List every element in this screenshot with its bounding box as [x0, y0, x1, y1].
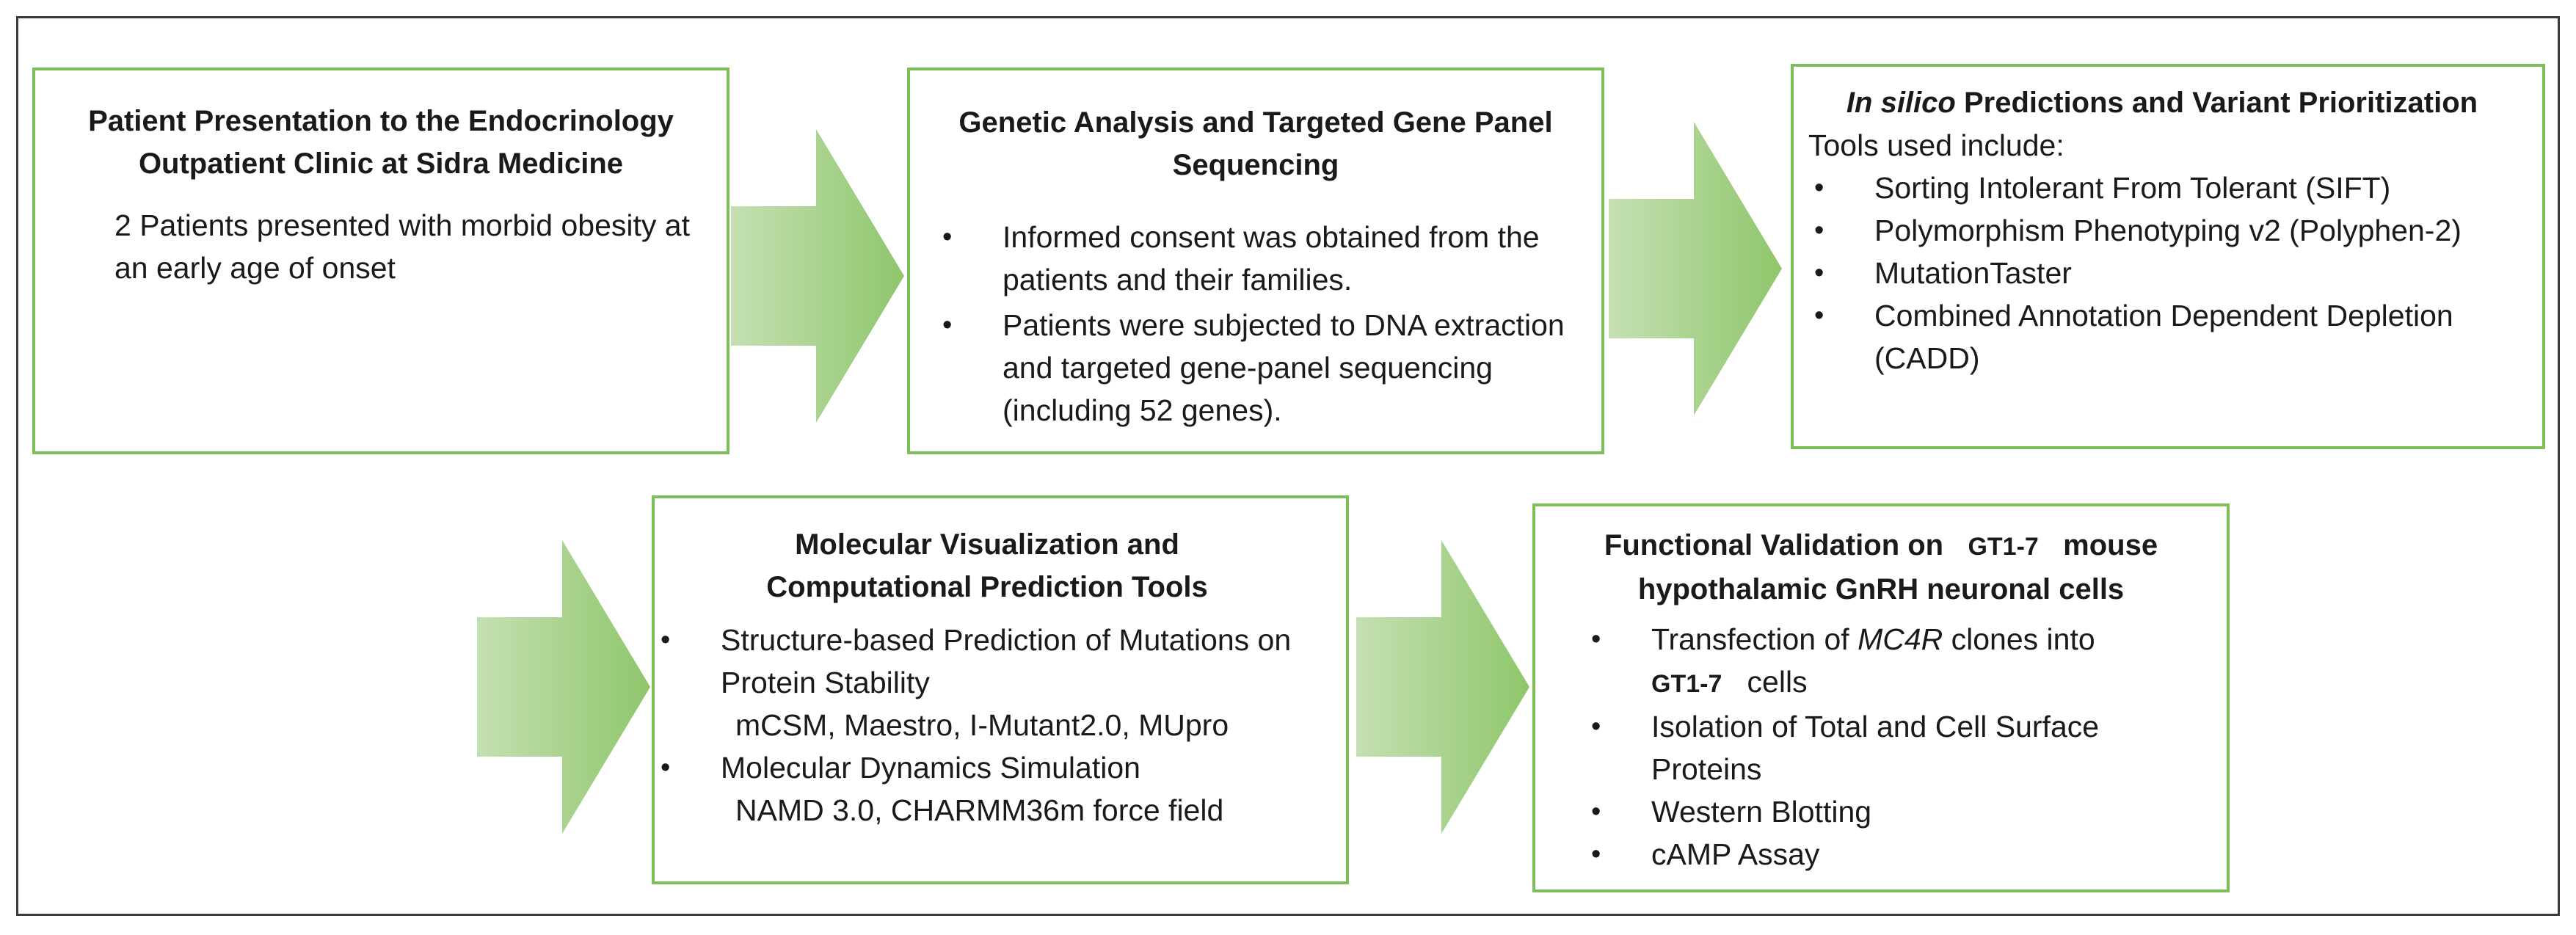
- bullet-text: Structure-based Prediction of Mutations …: [721, 623, 1292, 699]
- bullet-text-post: cells: [1747, 665, 1808, 699]
- bullet-text-pre: Transfection of: [1651, 622, 1858, 656]
- bullet-item: Combined Annotation Dependent Depletion …: [1808, 294, 2516, 379]
- bullet-item: Patients were subjected to DNA extractio…: [936, 304, 1575, 432]
- bullet-item: Polymorphism Phenotyping v2 (Polyphen-2): [1808, 209, 2516, 252]
- step-in-silico-predictions: In silico Predictions and Variant Priori…: [1791, 64, 2545, 449]
- arrow-right-icon: [1356, 540, 1529, 834]
- title-post: mouse hypothalamic GnRH neuronal cells: [1637, 529, 2158, 605]
- bullet-subtext: NAMD 3.0, CHARMM36m force field: [735, 793, 1224, 827]
- step-title: Molecular Visualization and Computationa…: [766, 528, 1208, 603]
- gene-name: MC4R: [1858, 622, 1943, 656]
- bullet-item: Structure-based Prediction of Mutations …: [655, 619, 1320, 746]
- step-title: Genetic Analysis and Targeted Gene Panel…: [958, 106, 1553, 181]
- step-bullet-list: Structure-based Prediction of Mutations …: [655, 619, 1320, 832]
- title-pre: Functional Validation on: [1604, 529, 1944, 561]
- arrow-right-icon: [731, 129, 904, 423]
- title-rest: Predictions and Variant Prioritization: [1955, 87, 2478, 119]
- bullet-item: MutationTaster: [1808, 252, 2516, 294]
- arrow-right-icon: [477, 540, 650, 834]
- step-title: Patient Presentation to the Endocrinolog…: [88, 105, 674, 180]
- title-italic: In silico: [1846, 87, 1956, 119]
- step-title: Functional Validation on GT1-7 mouse hyp…: [1549, 524, 2213, 611]
- step-functional-validation: Functional Validation on GT1-7 mouse hyp…: [1532, 503, 2230, 892]
- step-patient-presentation: Patient Presentation to the Endocrinolog…: [32, 68, 729, 454]
- step-bullet-list: Sorting Intolerant From Tolerant (SIFT) …: [1808, 167, 2516, 379]
- bullet-item: Isolation of Total and Cell Surface Prot…: [1585, 705, 2213, 790]
- step-body: 2 Patients presented with morbid obesity…: [114, 208, 690, 285]
- step-molecular-visualization: Molecular Visualization and Computationa…: [652, 495, 1349, 884]
- cell-line-tag: GT1-7: [1651, 670, 1722, 698]
- bullet-item: Informed consent was obtained from the p…: [936, 216, 1575, 301]
- step-bullet-list: Informed consent was obtained from the p…: [936, 216, 1575, 432]
- bullet-item: Western Blotting: [1585, 790, 2213, 833]
- cell-line-tag: GT1-7: [1968, 533, 2039, 561]
- arrow-right-icon: [1609, 122, 1782, 415]
- bullet-item: Molecular Dynamics Simulation NAMD 3.0, …: [655, 746, 1320, 832]
- bullet-item: Sorting Intolerant From Tolerant (SIFT): [1808, 167, 2516, 209]
- tools-intro: Tools used include:: [1808, 128, 2064, 162]
- bullet-text-mid: clones into: [1943, 622, 2095, 656]
- bullet-item: Transfection of MC4R clones into GT1-7 c…: [1585, 618, 2213, 705]
- step-bullet-list: Transfection of MC4R clones into GT1-7 c…: [1549, 618, 2213, 876]
- bullet-text: Molecular Dynamics Simulation: [721, 751, 1140, 785]
- step-genetic-analysis: Genetic Analysis and Targeted Gene Panel…: [907, 68, 1604, 454]
- bullet-item: cAMP Assay: [1585, 833, 2213, 876]
- step-title: In silico Predictions and Variant Priori…: [1808, 81, 2516, 124]
- bullet-subtext: mCSM, Maestro, I-Mutant2.0, MUpro: [735, 708, 1229, 742]
